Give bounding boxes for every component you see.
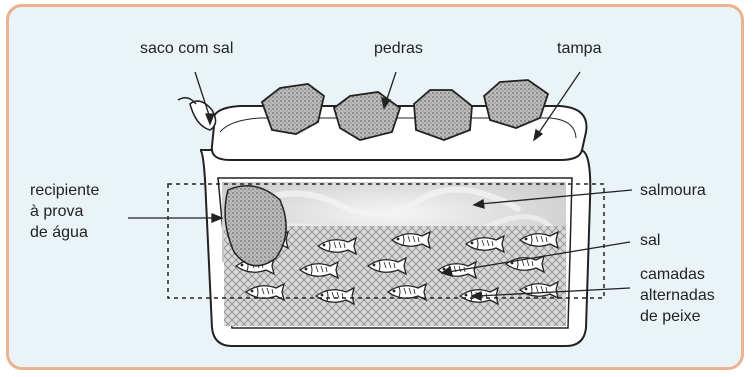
label-salmoura: salmoura (640, 180, 706, 201)
label-saco-com-sal: saco com sal (140, 38, 233, 59)
label-tampa: tampa (557, 38, 601, 59)
label-recipiente: recipiente à prova de água (30, 180, 99, 243)
label-pedras: pedras (374, 38, 423, 59)
label-camadas: camadas alternadas de peixe (640, 264, 715, 327)
label-sal: sal (640, 230, 660, 251)
